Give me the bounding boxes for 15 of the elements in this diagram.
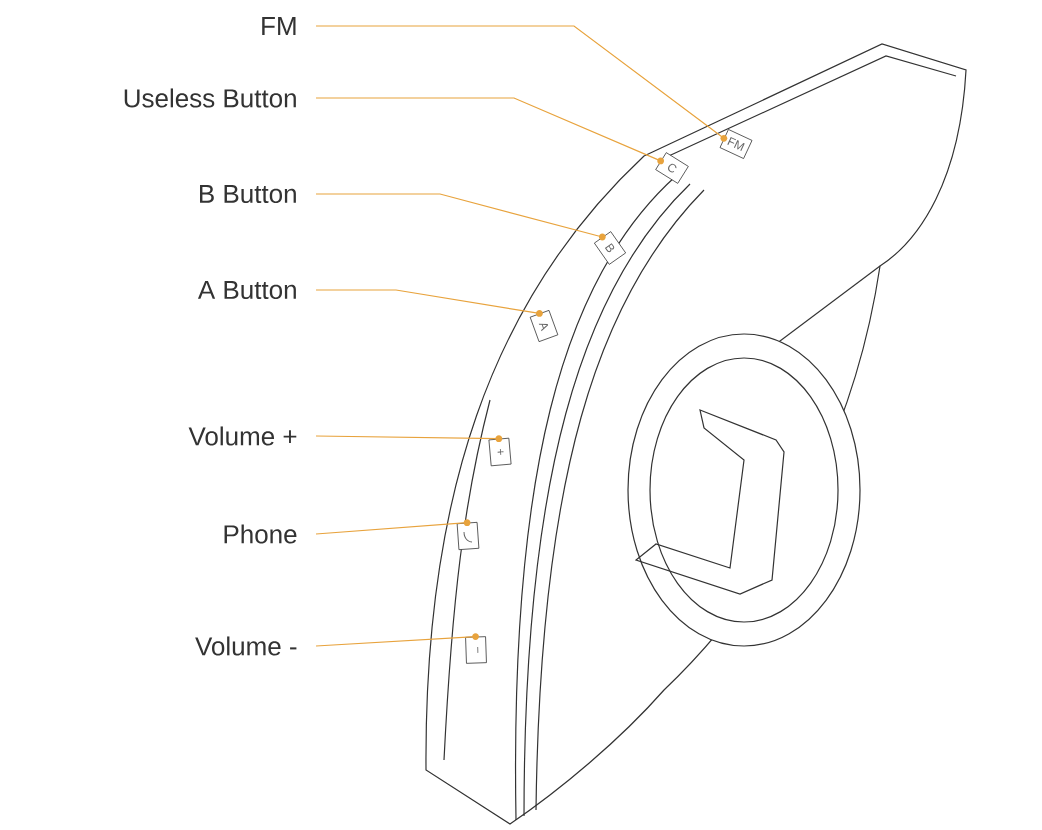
leader-line: [315, 193, 603, 238]
leader-line: [315, 636, 477, 647]
part-label: Volume +: [188, 426, 297, 446]
leader-line: [315, 25, 725, 139]
leader-line: [315, 435, 500, 440]
leader-line: [315, 97, 662, 162]
leader-line: [315, 289, 541, 314]
part-label: Volume -: [195, 636, 297, 656]
part-label: B Button: [200, 184, 296, 204]
part-label: FM: [262, 17, 296, 35]
part-label: Useless Button: [124, 88, 296, 108]
leader-line: [315, 522, 468, 535]
part-label: A Button: [197, 280, 296, 300]
part-label: Phone: [224, 524, 297, 544]
phone-button: [456, 519, 480, 551]
